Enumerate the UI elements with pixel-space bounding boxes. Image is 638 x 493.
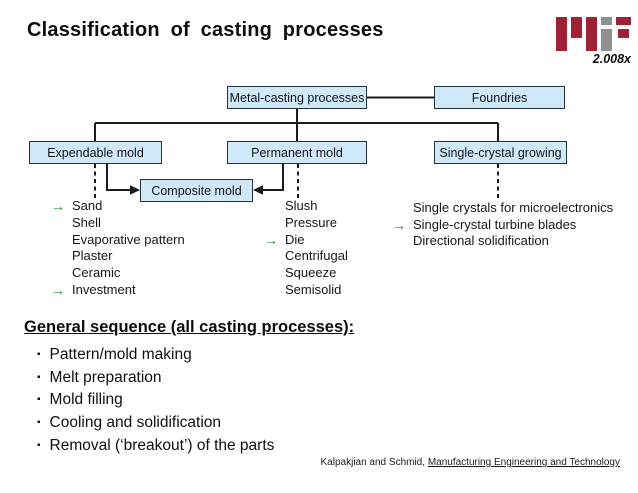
list-item: → Die bbox=[264, 231, 348, 249]
highlight-arrow-icon: → bbox=[392, 216, 406, 233]
sequence-item: ▪ Melt preparation bbox=[37, 367, 274, 390]
general-sequence-heading: General sequence (all casting processes)… bbox=[24, 318, 355, 336]
arrowhead-right-icon bbox=[130, 185, 140, 195]
mit-logo-bar bbox=[556, 17, 567, 51]
list-item-label: Shell bbox=[72, 214, 101, 230]
mit-logo-bar bbox=[616, 17, 631, 25]
mit-logo-bar bbox=[601, 28, 612, 51]
highlight-arrow-icon: → bbox=[264, 231, 278, 248]
square-bullet-icon: ▪ bbox=[37, 439, 41, 451]
permanent-mold-list: →Slush →Pressure → Die →Centrifugal →Sque… bbox=[264, 198, 348, 299]
list-item-label: Semisolid bbox=[285, 281, 342, 297]
citation-authors: Kalpakjian and Schmid, bbox=[320, 457, 428, 468]
expendable-mold-list: →Sand →Shell →Evaporative pattern →Plast… bbox=[51, 198, 185, 299]
node-permanent-mold: Permanent mold bbox=[227, 141, 367, 164]
list-item: → Investment bbox=[51, 281, 185, 299]
list-item-label: Ceramic bbox=[72, 265, 121, 281]
list-item: →Shell bbox=[72, 215, 185, 232]
list-item-label: Single-crystal turbine blades bbox=[413, 216, 577, 232]
list-item: →Squeeze bbox=[285, 265, 348, 282]
list-item-label: Slush bbox=[285, 198, 318, 213]
sequence-item: ▪ Mold filling bbox=[37, 389, 274, 412]
mit-logo-bar bbox=[586, 17, 597, 51]
sequence-item: ▪ Pattern/mold making bbox=[37, 344, 274, 367]
general-sequence-list: ▪ Pattern/mold making ▪ Melt preparation ▪… bbox=[37, 344, 274, 457]
list-item: →Slush bbox=[285, 198, 348, 215]
list-item: → Single-crystal turbine blades bbox=[392, 216, 613, 234]
list-item: →Single crystals for microelectronics bbox=[413, 200, 613, 217]
list-item: → Sand bbox=[51, 198, 185, 215]
page-title: Classification of casting processes bbox=[27, 19, 384, 41]
list-item: →Semisolid bbox=[285, 282, 348, 299]
course-badge: 2.008x bbox=[592, 52, 631, 66]
arrowhead-left-icon bbox=[253, 185, 263, 195]
mit-logo-bar bbox=[571, 17, 582, 38]
highlight-arrow-icon: → bbox=[51, 198, 65, 214]
node-composite-mold: Composite mold bbox=[140, 179, 253, 202]
list-item: →Directional solidification bbox=[413, 233, 613, 250]
list-item-label: Sand bbox=[72, 198, 103, 213]
sequence-item-label: Melt preparation bbox=[49, 368, 162, 386]
list-item-label: Plaster bbox=[72, 248, 113, 264]
sequence-item-label: Removal (‘breakout’) of the parts bbox=[49, 436, 275, 454]
highlight-arrow-icon: → bbox=[51, 281, 65, 298]
node-foundries: Foundries bbox=[434, 86, 565, 109]
list-item: →Centrifugal bbox=[285, 248, 348, 265]
square-bullet-icon: ▪ bbox=[37, 371, 41, 383]
list-item-label: Centrifugal bbox=[285, 248, 348, 264]
square-bullet-icon: ▪ bbox=[37, 417, 41, 429]
list-item-label: Investment bbox=[72, 281, 136, 297]
list-item-label: Directional solidification bbox=[413, 233, 549, 248]
list-item-label: Pressure bbox=[285, 214, 338, 230]
sequence-item: ▪ Cooling and solidification bbox=[37, 412, 274, 435]
sequence-item: ▪ Removal (‘breakout’) of the parts bbox=[37, 435, 274, 458]
mit-logo-bar bbox=[618, 28, 629, 38]
square-bullet-icon: ▪ bbox=[37, 349, 41, 360]
sequence-item-label: Cooling and solidification bbox=[49, 414, 222, 432]
node-metal-casting-processes: Metal-casting processes bbox=[227, 86, 367, 109]
mit-logo-icon bbox=[556, 17, 631, 67]
list-item-label: Die bbox=[285, 231, 305, 247]
list-item: →Plaster bbox=[72, 248, 185, 265]
sequence-item-label: Pattern/mold making bbox=[49, 346, 192, 363]
square-bullet-icon: ▪ bbox=[37, 394, 41, 406]
list-item-label: Single crystals for microelectronics bbox=[413, 200, 614, 215]
list-item: →Evaporative pattern bbox=[72, 232, 185, 249]
node-single-crystal-growing: Single-crystal growing bbox=[434, 141, 567, 164]
citation-book-title: Manufacturing Engineering and Technology bbox=[427, 457, 620, 468]
single-crystal-list: →Single crystals for microelectronics →S… bbox=[392, 200, 613, 250]
sequence-item-label: Mold filling bbox=[49, 391, 123, 409]
node-expendable-mold: Expendable mold bbox=[29, 141, 162, 164]
mit-logo-bar bbox=[601, 17, 612, 25]
list-item-label: Squeeze bbox=[285, 265, 337, 281]
list-item: →Pressure bbox=[285, 215, 348, 232]
list-item-label: Evaporative pattern bbox=[72, 231, 185, 247]
list-item: →Ceramic bbox=[72, 265, 185, 282]
citation: Kalpakjian and Schmid, Manufacturing Eng… bbox=[321, 457, 620, 468]
